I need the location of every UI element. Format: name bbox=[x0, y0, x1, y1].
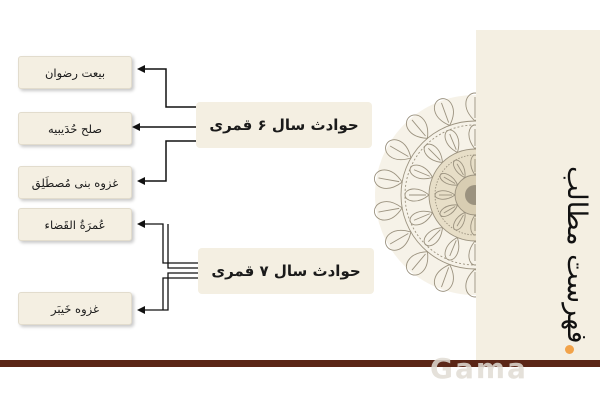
event-solh-hodaybiyeh: صلح حُدَیبیه bbox=[18, 112, 132, 145]
event-omrat-al-qaza: عُمرَةُ القَضاء bbox=[18, 208, 132, 241]
group-label-year7: حوادث سال ۷ قمری bbox=[198, 248, 374, 294]
arrow-to-ghazveh-bani-mostalegh bbox=[137, 140, 196, 185]
event-bayat-rezvan: بیعت رضوان bbox=[18, 56, 132, 89]
event-ghazveh-bani-mostalegh: غزوه بنی مُصطَلِق bbox=[18, 166, 132, 199]
side-panel bbox=[476, 30, 600, 360]
arrow-to-omrat-al-qaza bbox=[137, 220, 198, 264]
event-ghazveh-kheybar: غزوه خَیبَر bbox=[18, 292, 132, 325]
side-title: فهرست مطالب bbox=[561, 166, 592, 344]
bottom-rule bbox=[0, 360, 600, 367]
gama-watermark: Gama bbox=[430, 352, 528, 385]
arrow-to-ghazveh-kheybar bbox=[137, 272, 198, 314]
group2-connectors bbox=[137, 220, 198, 314]
group-label-year6: حوادث سال ۶ قمری bbox=[196, 102, 372, 148]
watermark-dot bbox=[565, 345, 574, 354]
group1-connectors bbox=[132, 65, 196, 185]
arrow-to-bayat-rezvan bbox=[137, 65, 196, 108]
